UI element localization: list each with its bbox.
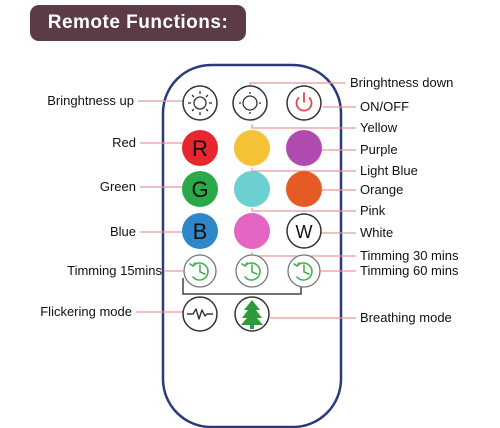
timer-60-button[interactable] bbox=[287, 254, 321, 288]
timer-15-button[interactable] bbox=[183, 254, 217, 288]
clock-arrow-icon bbox=[241, 262, 261, 281]
blue-button-letter: B bbox=[193, 219, 208, 244]
blue-button[interactable]: B bbox=[182, 213, 218, 249]
green-button-letter: G bbox=[191, 177, 208, 202]
label-blue: Blue bbox=[109, 224, 136, 239]
green-button[interactable]: G bbox=[182, 171, 218, 207]
flickering-button[interactable] bbox=[182, 296, 218, 332]
brightness-down-button[interactable] bbox=[232, 85, 268, 121]
label-light-blue: Light Blue bbox=[360, 163, 418, 178]
power-icon bbox=[295, 92, 313, 112]
label-timming-15: Timming 15mins bbox=[67, 263, 162, 278]
label-timming-30: Timming 30 mins bbox=[360, 248, 459, 263]
label-purple: Purple bbox=[360, 142, 398, 157]
label-green: Green bbox=[99, 179, 136, 194]
title-banner: Remote Functions: bbox=[30, 5, 246, 41]
white-button-letter: W bbox=[296, 222, 313, 242]
orange-button[interactable] bbox=[286, 171, 322, 207]
leader-pink bbox=[251, 208, 356, 212]
sun-down-icon bbox=[239, 92, 261, 114]
breathing-button[interactable] bbox=[234, 296, 270, 332]
brightness-up-button[interactable] bbox=[182, 85, 218, 121]
clock-arrow-icon bbox=[293, 262, 313, 281]
power-button[interactable] bbox=[286, 85, 322, 121]
timer-30-button[interactable] bbox=[235, 254, 269, 288]
label-brightness-up: Bringhtness up bbox=[47, 93, 134, 108]
purple-button[interactable] bbox=[286, 130, 322, 166]
pink-button[interactable] bbox=[234, 213, 270, 249]
label-brightness-down: Bringhtness down bbox=[350, 75, 454, 90]
yellow-button[interactable] bbox=[234, 130, 270, 166]
red-button[interactable]: R bbox=[182, 130, 218, 166]
label-orange: Orange bbox=[360, 182, 404, 197]
label-pink: Pink bbox=[360, 203, 386, 218]
label-white: White bbox=[360, 225, 394, 240]
pulse-wave-icon bbox=[187, 308, 213, 320]
label-breathing: Breathing mode bbox=[360, 310, 452, 325]
leader-yellow bbox=[251, 124, 356, 129]
page-title: Remote Functions: bbox=[47, 12, 229, 33]
light-blue-button[interactable] bbox=[234, 171, 270, 207]
red-button-letter: R bbox=[192, 136, 208, 161]
label-on-off: ON/OFF bbox=[360, 99, 410, 114]
clock-arrow-icon bbox=[189, 262, 209, 281]
label-yellow: Yellow bbox=[360, 120, 398, 135]
label-timming-60: Timming 60 mins bbox=[360, 263, 459, 278]
tree-icon bbox=[241, 300, 263, 329]
white-button[interactable]: W bbox=[286, 213, 322, 249]
label-red: Red bbox=[112, 135, 136, 150]
label-flickering: Flickering mode bbox=[40, 304, 132, 319]
sun-up-icon bbox=[188, 91, 212, 115]
